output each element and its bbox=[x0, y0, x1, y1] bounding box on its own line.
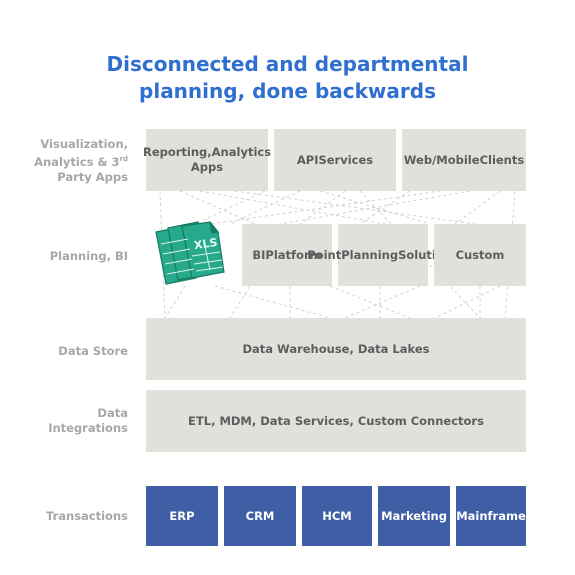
erp-box: ERP bbox=[146, 486, 218, 546]
data-warehouse-box: Data Warehouse, Data Lakes bbox=[146, 318, 526, 380]
title-line-1: Disconnected and departmental bbox=[106, 52, 469, 76]
crm-box: CRM bbox=[224, 486, 296, 546]
row-label-planning: Planning, BI bbox=[49, 248, 128, 263]
row-label-datastore: Data Store bbox=[58, 343, 128, 358]
hcm-box: HCM bbox=[302, 486, 372, 546]
row-label-transactions: Transactions bbox=[46, 508, 128, 523]
point-planning-box: PointPlanningSolutions bbox=[307, 224, 459, 286]
row-label-apps: Visualization, Analytics & 3rd Party App… bbox=[34, 137, 128, 184]
diagram-title: Disconnected and departmental planning, … bbox=[0, 51, 575, 105]
spreadsheet-icon: XLS bbox=[155, 221, 225, 285]
mainframe-box: Mainframe bbox=[456, 486, 526, 546]
custom-box: Custom bbox=[434, 224, 526, 286]
etl-integrations-box: ETL, MDM, Data Services, Custom Connecto… bbox=[146, 390, 526, 452]
web-mobile-clients-box: Web/MobileClients bbox=[402, 129, 526, 191]
row-label-integrations: Data Integrations bbox=[48, 406, 128, 435]
title-line-2: planning, done backwards bbox=[139, 79, 436, 103]
marketing-box: Marketing bbox=[378, 486, 450, 546]
reporting-analytics-box: Reporting,Analytics Apps bbox=[143, 129, 271, 191]
api-services-box: APIServices bbox=[274, 129, 396, 191]
spreadsheet-icon-label: XLS bbox=[193, 236, 218, 252]
bi-platform-box: BIPlatform bbox=[242, 224, 332, 286]
